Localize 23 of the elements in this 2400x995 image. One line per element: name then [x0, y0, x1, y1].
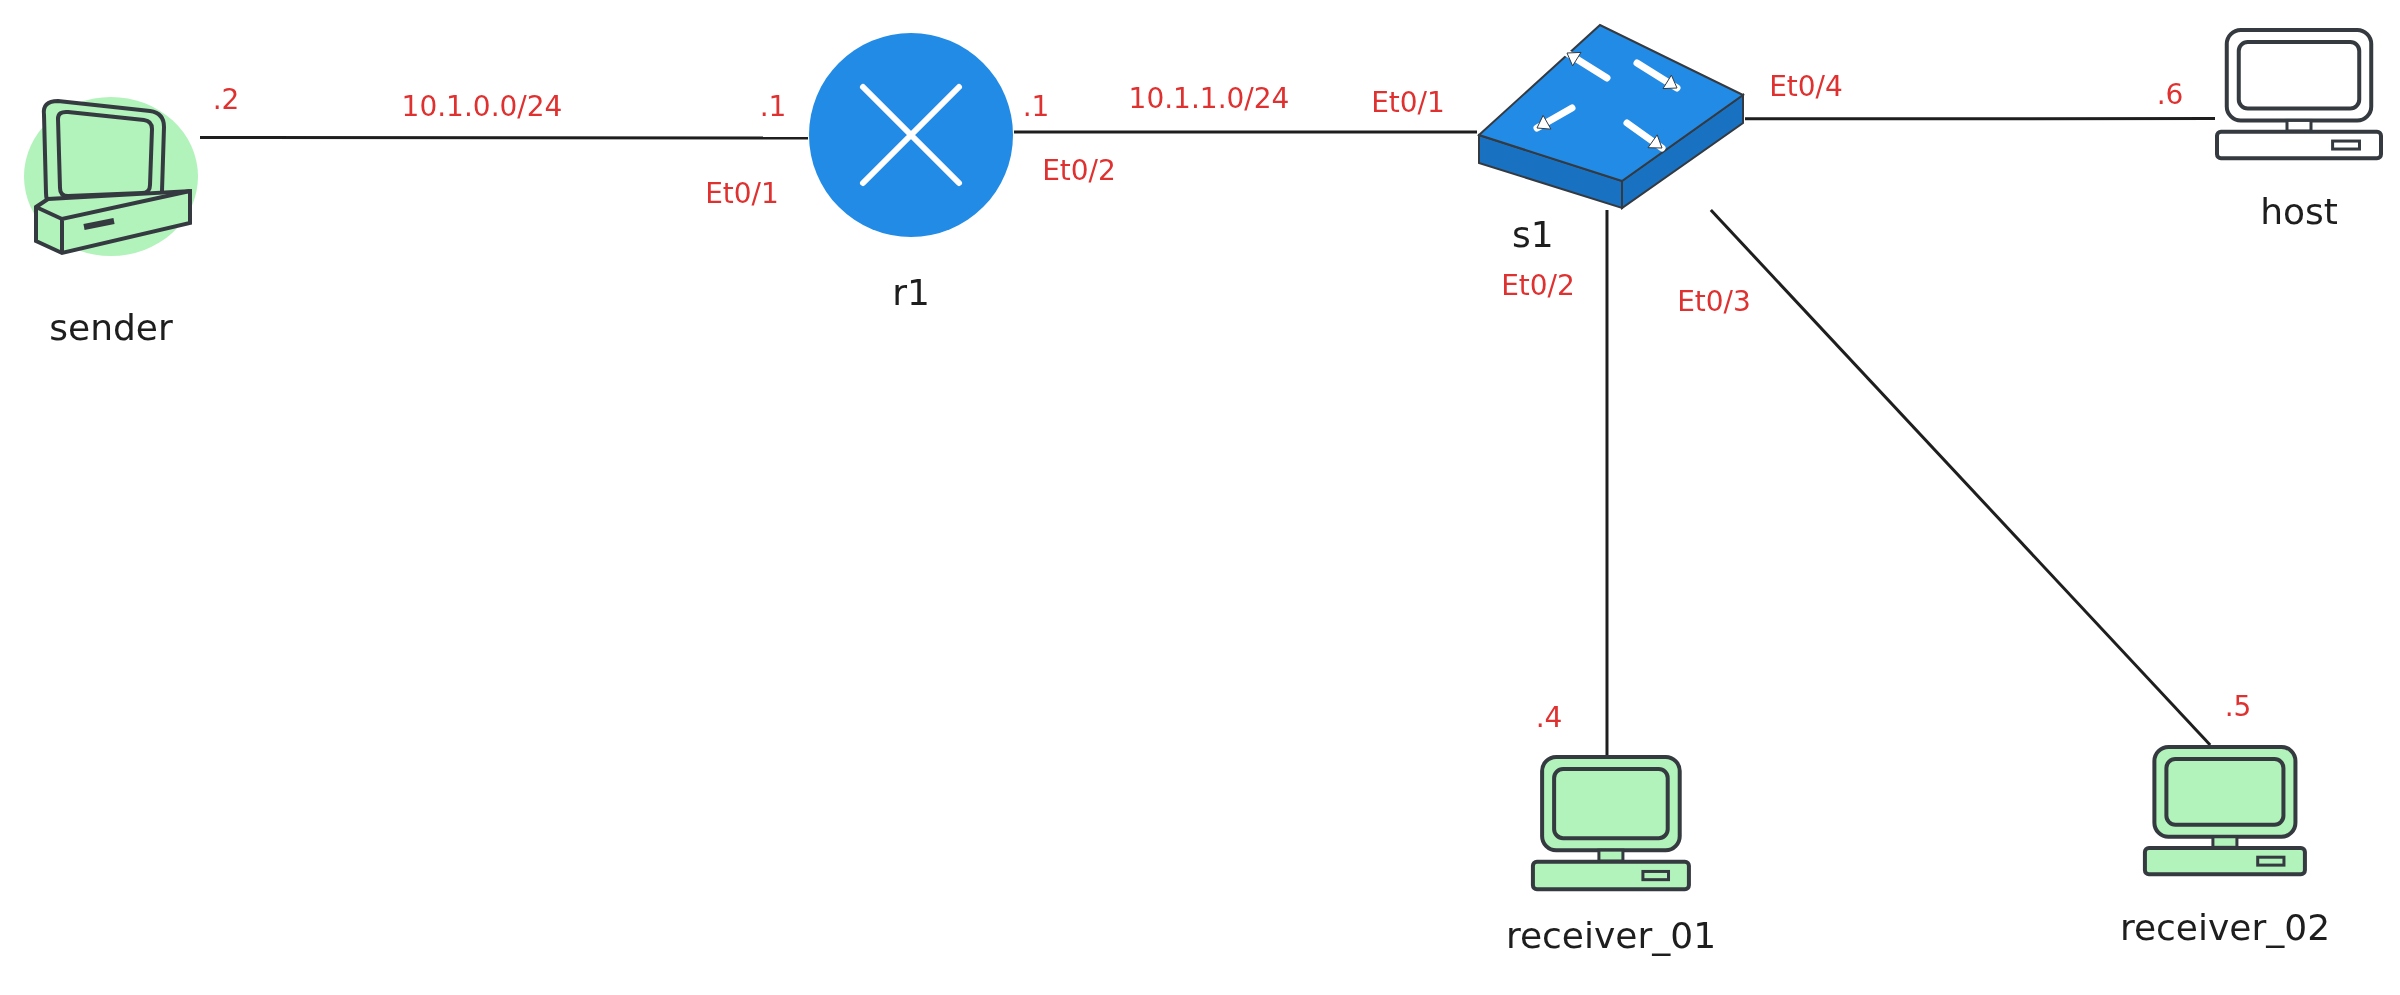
- connection-line: [1745, 117, 2215, 121]
- interface-label: .6: [2155, 78, 2185, 112]
- device-name: receiver_02: [2119, 906, 2331, 950]
- interface-label: .4: [1534, 701, 1564, 735]
- connection-line: [200, 135, 808, 140]
- interface-label: Et0/1: [704, 177, 780, 211]
- device-name: sender: [49, 306, 173, 350]
- connection-line: [1605, 210, 1609, 755]
- connection-line: [1014, 130, 1477, 134]
- device-name: host: [2260, 190, 2338, 234]
- connection-line: [1709, 208, 2212, 747]
- interface-label: Et0/3: [1676, 285, 1752, 319]
- interface-label: Et0/4: [1768, 70, 1844, 104]
- interface-label: Et0/2: [1500, 269, 1576, 303]
- interface-label: Et0/2: [1041, 154, 1117, 188]
- interface-label: .2: [211, 83, 241, 117]
- device-name: s1: [1512, 213, 1554, 257]
- interface-label: .5: [2223, 690, 2253, 724]
- device-name: receiver_01: [1505, 914, 1717, 958]
- interface-label: Et0/1: [1370, 86, 1446, 120]
- interface-label: .1: [1021, 90, 1051, 124]
- interface-label: .1: [758, 90, 788, 124]
- device-name: r1: [892, 271, 930, 315]
